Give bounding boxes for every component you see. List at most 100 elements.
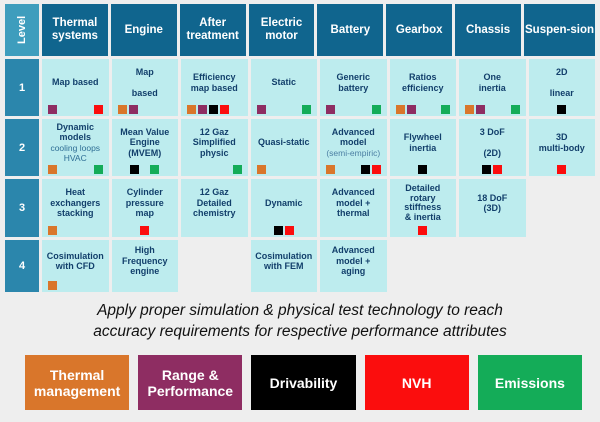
attribute-chips — [181, 104, 248, 114]
chip-thermal-management-icon — [48, 226, 57, 235]
cell-label: Static — [271, 77, 296, 88]
chip-thermal-management-icon — [256, 165, 266, 174]
column-header-chassis: Chassis — [455, 4, 522, 56]
chip-thermal-management-icon — [465, 105, 474, 114]
attribute-chips — [42, 225, 109, 235]
chip-range-performance-icon — [476, 105, 485, 114]
level-cell-3: 3 — [5, 179, 39, 237]
legend-item-nvh[interactable]: NVH — [364, 355, 469, 410]
chip-nvh-icon — [220, 105, 229, 114]
cell-l3-electric-motor[interactable]: Dynamic — [250, 179, 318, 237]
chip-thermal-management-icon — [326, 165, 335, 174]
cell-l3-suspension-empty — [529, 179, 596, 237]
legend-label-line1: Thermal — [49, 366, 105, 383]
capability-matrix: Level Thermal systems Engine After treat… — [5, 4, 596, 292]
cell-label: Map based — [51, 77, 99, 88]
matrix-header-row: Level Thermal systems Engine After treat… — [5, 4, 596, 56]
chip-thermal-management-icon — [395, 105, 405, 114]
legend-label: Range & Performance — [148, 367, 234, 399]
chip-group — [395, 105, 416, 114]
chip-nvh-icon — [493, 165, 503, 174]
attribute-chips — [320, 104, 387, 114]
attribute-chips — [459, 164, 526, 174]
cell-l2-chassis[interactable]: 3 DoF(2D) — [459, 119, 526, 176]
chip-drivability-icon — [482, 165, 492, 174]
cell-l3-chassis[interactable]: 18 DoF(3D) — [459, 179, 526, 237]
legend-item-thermal-management[interactable]: Thermal management — [25, 355, 130, 410]
level-header-cell: Level — [5, 4, 39, 56]
legend-item-drivability[interactable]: Drivability — [251, 355, 356, 410]
attribute-chips — [42, 280, 109, 290]
cell-label: 18 DoF(3D) — [477, 192, 508, 214]
cell-l2-electric-motor[interactable]: Quasi-static — [250, 119, 317, 176]
cell-l1-thermal-systems[interactable]: Map based — [42, 59, 109, 116]
cell-l4-gearbox-empty — [390, 240, 457, 292]
chip-thermal-management-icon — [48, 281, 57, 290]
attribute-chips — [390, 164, 457, 174]
legend-label-line2: management — [33, 382, 121, 399]
cell-l4-suspension-empty — [529, 240, 596, 292]
caption-text: Apply proper simulation & physical test … — [0, 300, 600, 342]
attribute-chips — [112, 225, 179, 235]
chip-drivability-icon — [557, 105, 567, 114]
cell-label: Quasi-static — [257, 137, 310, 148]
column-header-suspension: Suspen- sion — [524, 4, 596, 56]
level-cell-2: 2 — [5, 119, 39, 176]
attribute-chips — [390, 104, 457, 114]
cell-label: Dynamic — [264, 197, 303, 208]
legend-item-emissions[interactable]: Emissions — [477, 355, 583, 410]
attribute-chips — [42, 104, 109, 114]
attribute-chips — [42, 164, 109, 174]
cell-l1-electric-motor[interactable]: Static — [250, 59, 317, 116]
chip-drivability-icon — [273, 226, 283, 235]
chip-emissions-icon — [232, 165, 242, 174]
attribute-legend: Thermal management Range & Performance D… — [25, 355, 583, 410]
legend-item-range-performance[interactable]: Range & Performance — [138, 355, 243, 410]
column-header-engine: Engine — [110, 4, 177, 56]
chip-drivability-icon — [130, 165, 140, 174]
cell-l4-after-treatment-empty — [181, 240, 248, 292]
chip-drivability-icon — [209, 105, 218, 114]
column-header-thermal-systems: Thermal systems — [42, 4, 108, 56]
legend-label-line1: Range & — [161, 366, 219, 383]
chip-nvh-icon — [371, 165, 381, 174]
column-header-suspension-line1: Suspen- — [525, 23, 571, 36]
chip-drivability-icon — [418, 165, 428, 174]
cell-label: 3 DoF(2D) — [479, 126, 505, 158]
chip-thermal-management-icon — [117, 105, 127, 114]
attribute-chips — [251, 225, 318, 235]
